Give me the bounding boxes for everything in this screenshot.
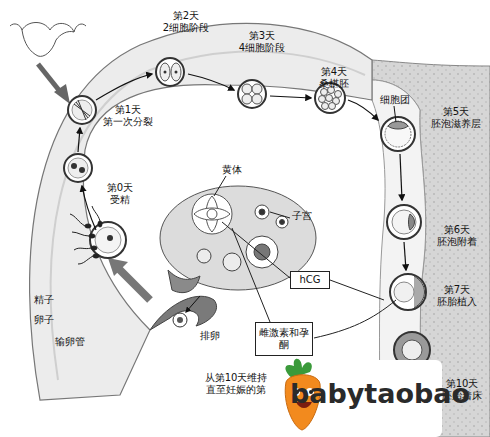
- stage-label: 卵子: [34, 314, 54, 326]
- stage-label: 第1天 第一次分裂: [103, 104, 153, 128]
- implanting-embryo: [390, 274, 426, 310]
- uterus-icon: [10, 23, 86, 57]
- corpus-luteum: [192, 194, 232, 234]
- text-box: hCG: [290, 271, 330, 289]
- four-cell-embryo: [238, 80, 266, 108]
- fimbriae: [168, 270, 200, 293]
- leader-line: [186, 296, 200, 312]
- stage-label: 细胞团: [380, 94, 410, 106]
- attaching-blastocyst: [387, 205, 421, 239]
- leader-line: [394, 106, 396, 122]
- ovulated-egg: [173, 313, 187, 327]
- stage-label: 第4天 桑椹胚: [319, 66, 349, 90]
- fimbriae: [150, 296, 217, 330]
- sequence-arrow: [78, 74, 406, 270]
- blastocyst: [381, 117, 415, 151]
- two-cell-embryo: [156, 58, 184, 86]
- box-text: 雌激素和孕酮: [256, 327, 312, 351]
- pointer-arrowhead: [108, 258, 128, 276]
- stage-label: 黄体: [222, 164, 242, 176]
- box-text: hCG: [299, 274, 320, 286]
- stage-label: 从第10天维持 直至妊娠的第: [205, 372, 268, 396]
- pointer-arrow: [118, 268, 150, 300]
- stage-label: 第2天 2细胞阶段: [163, 10, 209, 34]
- stage-label: 输卵管: [55, 336, 85, 348]
- stage-label: 第6天 胚泡附着: [437, 224, 477, 248]
- stage-label: 精子: [34, 294, 54, 306]
- stage-label: 第3天 4细胞阶段: [239, 30, 285, 54]
- stage-label: 子宫: [292, 210, 312, 222]
- leader-line: [214, 176, 396, 338]
- text-box: 雌激素和孕酮: [255, 322, 313, 356]
- tube-fold: [51, 51, 365, 380]
- stage-label: 排卵: [200, 330, 220, 342]
- stage-label: 第0天 受精: [107, 182, 133, 206]
- follicles: [197, 205, 288, 271]
- pointer-arrowhead: [54, 84, 70, 104]
- stage-label: 第7天 胚胎植入: [437, 284, 477, 308]
- zygote: [64, 154, 92, 182]
- stage-label: 第5天 胚泡滋养层: [431, 106, 481, 130]
- watermark: babytaobao: [290, 378, 470, 410]
- fallopian-tube: [30, 23, 372, 400]
- dividing-cell: [68, 96, 96, 124]
- sperm: [70, 206, 102, 264]
